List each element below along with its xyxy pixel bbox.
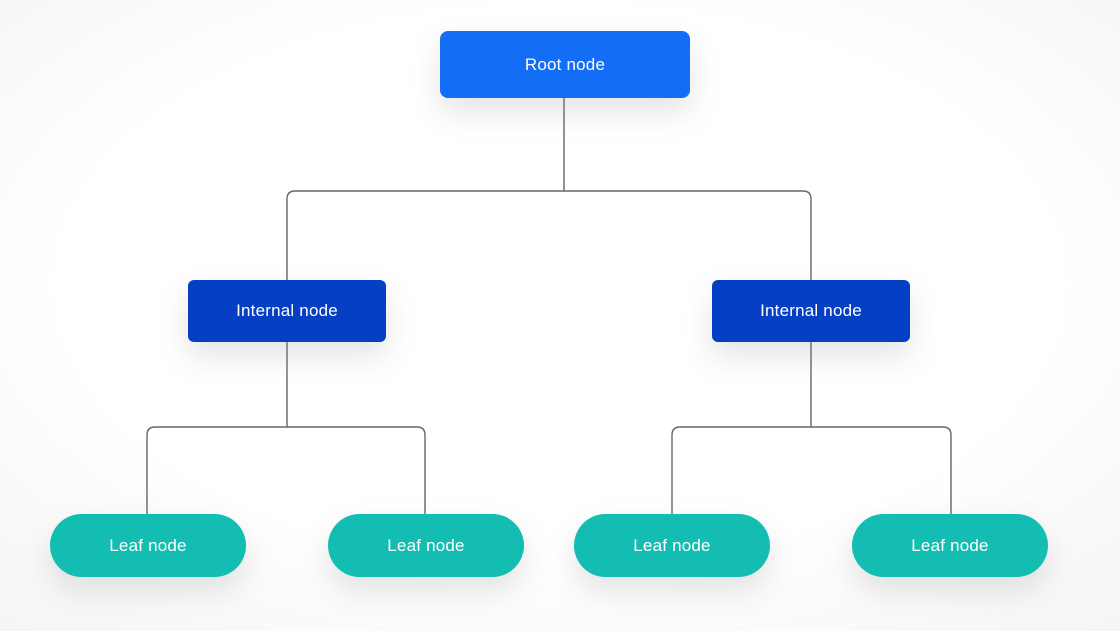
connector-left-bracket	[146, 426, 426, 514]
internal-node-label: Internal node	[236, 301, 338, 320]
root-node: Root node	[440, 31, 690, 98]
connector-level1-bracket	[286, 190, 812, 280]
leaf-node-1: Leaf node	[50, 514, 246, 577]
leaf-node-3: Leaf node	[574, 514, 770, 577]
leaf-node-label: Leaf node	[387, 535, 465, 555]
leaf-node-label: Leaf node	[633, 535, 711, 555]
leaf-node-4: Leaf node	[852, 514, 1048, 577]
leaf-node-2: Leaf node	[328, 514, 524, 577]
leaf-node-label: Leaf node	[911, 535, 989, 555]
leaf-node-label: Leaf node	[109, 535, 187, 555]
internal-node-right: Internal node	[712, 280, 910, 342]
connector-right-bracket	[671, 426, 952, 514]
root-node-label: Root node	[524, 54, 606, 74]
internal-node-left: Internal node	[188, 280, 386, 342]
internal-node-label: Internal node	[760, 301, 862, 320]
